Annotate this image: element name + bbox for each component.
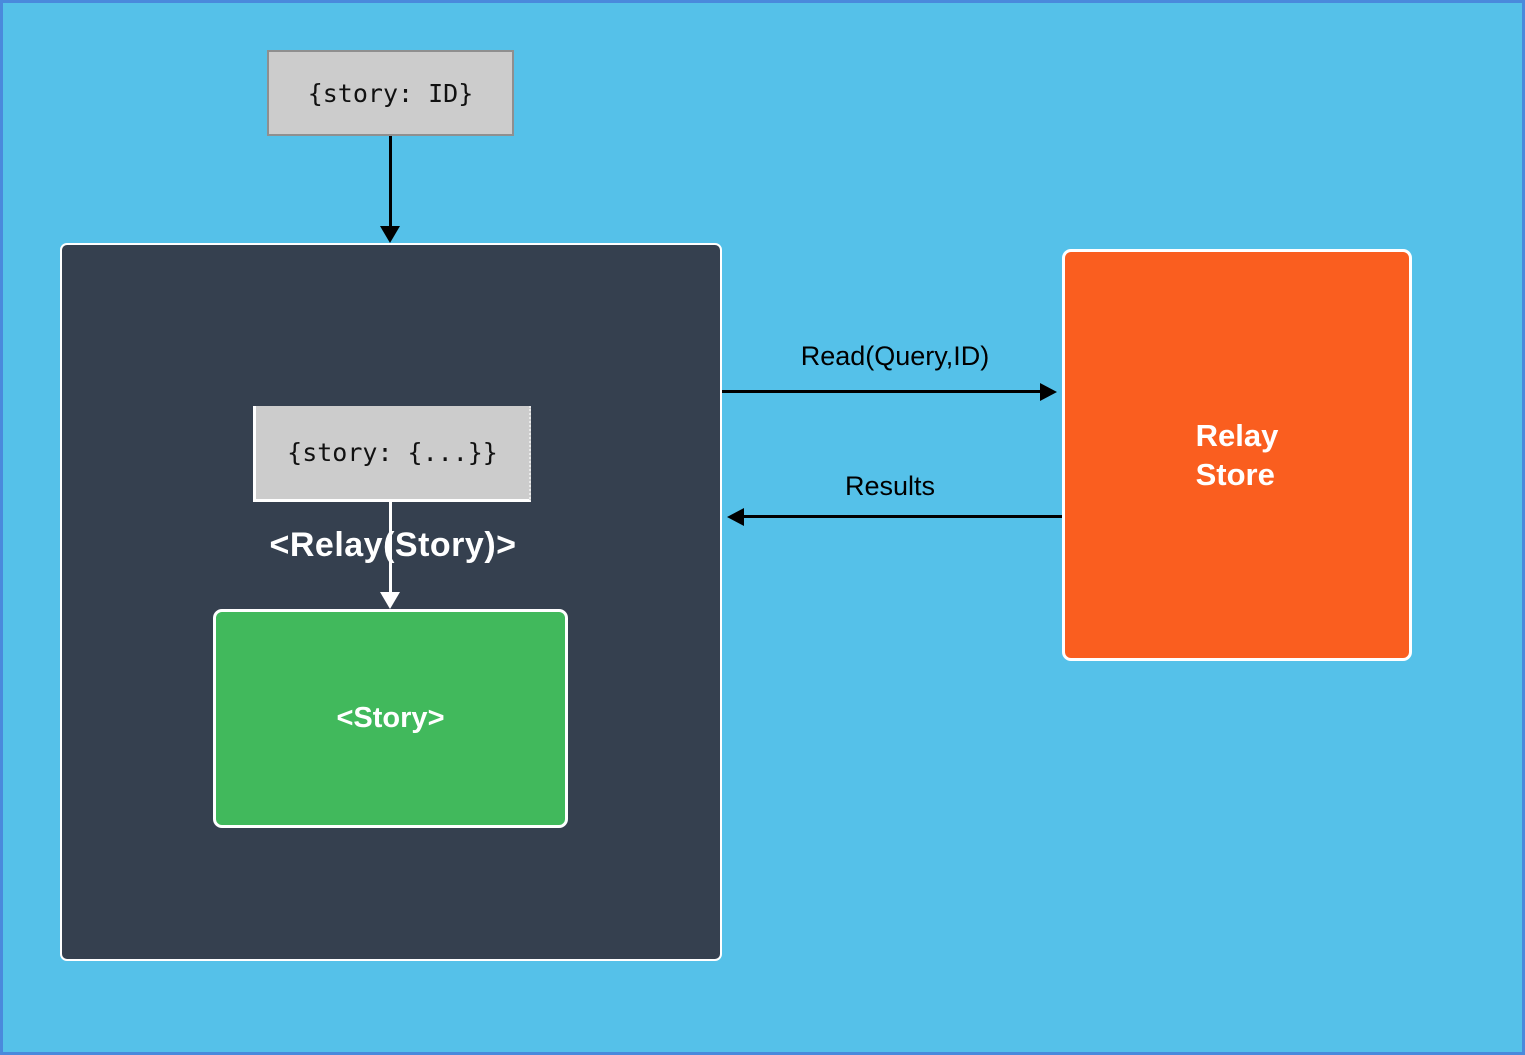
- props-to-relay-arrowhead-icon: [380, 226, 400, 243]
- props-input-label: {story: ID}: [307, 78, 474, 108]
- query-result-box: {story: {...}}: [253, 406, 531, 502]
- read-arrow-line: [722, 390, 1044, 393]
- read-arrowhead-icon: [1040, 383, 1057, 401]
- relay-store-label: Relay Store: [1196, 416, 1279, 494]
- results-arrow-line: [744, 515, 1062, 518]
- story-component-label: <Story>: [336, 702, 445, 734]
- props-input-box: {story: ID}: [267, 50, 514, 136]
- story-component-box: <Story>: [213, 609, 568, 828]
- props-to-relay-arrow-line: [389, 136, 392, 228]
- query-to-story-arrow-line: [389, 502, 392, 592]
- relay-store-label-line1: Relay: [1195, 418, 1279, 453]
- relay-store-box: Relay Store: [1062, 249, 1412, 661]
- relay-container-title: <Relay(Story)>: [269, 526, 517, 564]
- query-to-story-arrowhead-icon: [380, 592, 400, 609]
- results-arrow-label: Results: [844, 471, 936, 501]
- read-arrow-label: Read(Query,ID): [800, 341, 990, 371]
- relay-store-label-line2: Store: [1195, 457, 1275, 492]
- results-arrowhead-icon: [727, 508, 744, 526]
- query-result-label: {story: {...}}: [287, 438, 498, 467]
